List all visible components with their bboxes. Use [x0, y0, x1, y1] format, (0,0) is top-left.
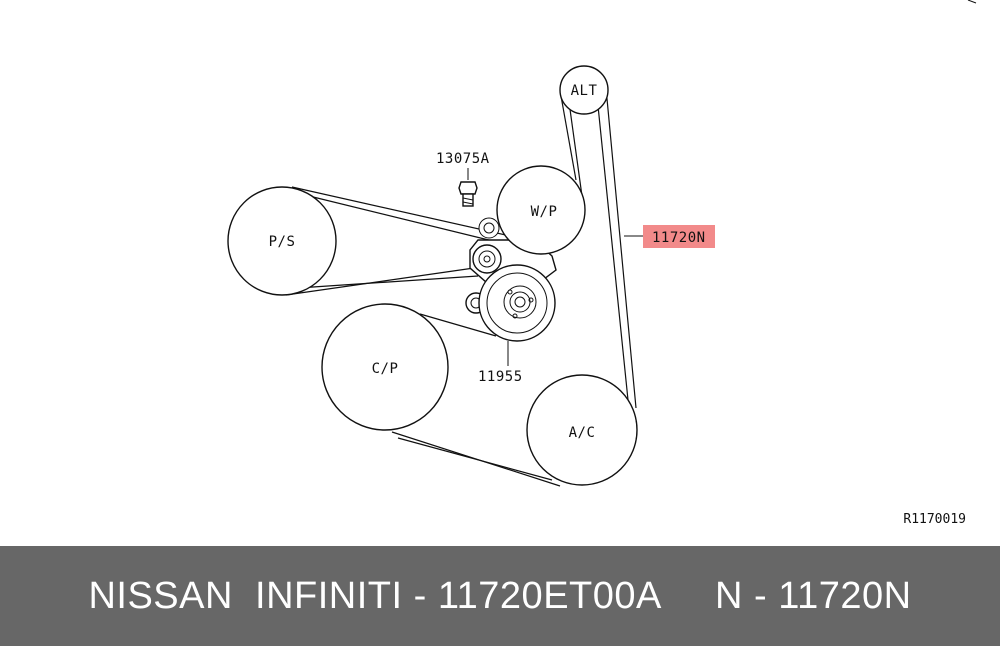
alt-label: ALT — [571, 83, 598, 99]
ac-pulley: A/C — [526, 374, 638, 486]
alternator-pulley: ALT — [559, 65, 609, 115]
bolt-icon — [458, 168, 478, 207]
part-number-footer: NISSAN INFINITI - 11720ET00A N - 11720N — [0, 546, 1000, 646]
part-11720n-label: 11720N — [652, 230, 706, 246]
cp-label: C/P — [372, 361, 399, 377]
ps-label: P/S — [269, 234, 296, 250]
part-13075a-label: 13075A — [436, 151, 490, 167]
tensioner-pulley — [478, 264, 556, 342]
drive-belt — [285, 87, 637, 487]
compressor-pulley: C/P — [321, 303, 449, 431]
wp-label: W/P — [531, 204, 558, 220]
belt-routing-diagram: P/S W/P ALT C/P A/C — [227, 0, 977, 527]
water-pump-pulley: W/P — [496, 165, 586, 255]
corner-mark — [967, 0, 977, 4]
reference-code: R1170019 — [903, 512, 966, 527]
power-steering-pulley: P/S — [227, 186, 337, 296]
highlight-box — [643, 225, 715, 248]
ac-label: A/C — [569, 425, 596, 441]
diagram-canvas: P/S W/P ALT C/P A/C — [227, 0, 977, 527]
footer-text: NISSAN INFINITI - 11720ET00A N - 11720N — [88, 574, 912, 617]
part-11955-label: 11955 — [478, 369, 523, 385]
